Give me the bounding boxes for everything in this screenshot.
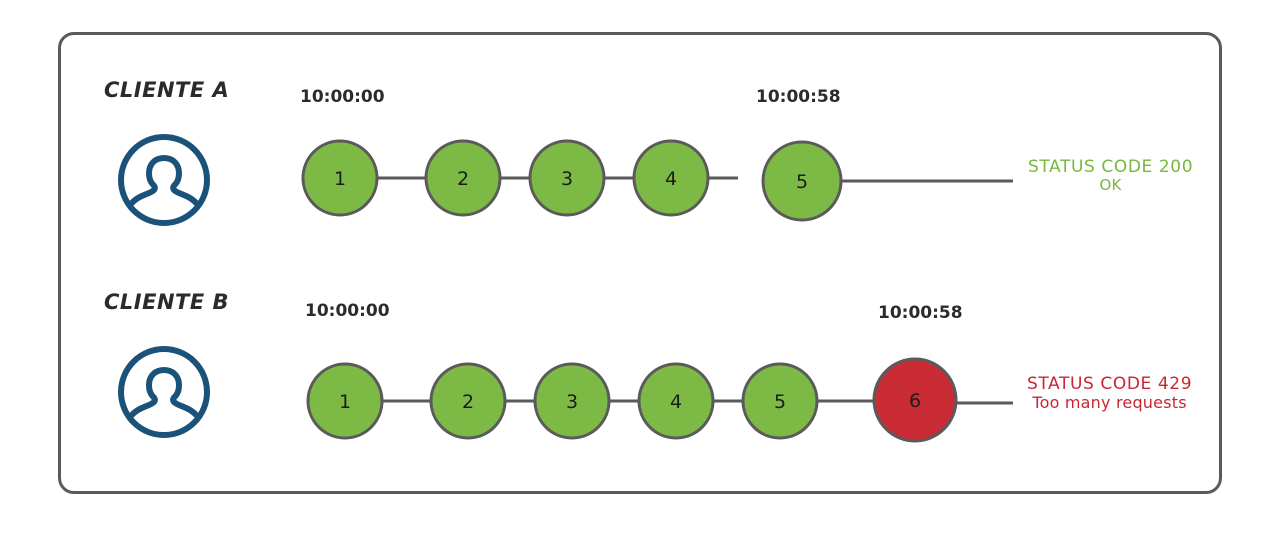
timestamp-start-a: 10:00:00 (300, 87, 385, 107)
client-label-b: CLIENTE B (104, 290, 230, 314)
timestamp-start-b: 10:00:00 (305, 301, 390, 321)
user-circle-icon (116, 132, 212, 228)
status-badge-b: STATUS CODE 429 Too many requests (1027, 374, 1193, 413)
timestamp-end-a: 10:00:58 (756, 87, 841, 107)
status-badge-a: STATUS CODE 200 OK (1028, 157, 1194, 195)
status-text-a: OK (1099, 176, 1122, 195)
status-code-b: STATUS CODE 429 (1027, 374, 1193, 394)
user-circle-icon (116, 344, 212, 440)
status-code-a: STATUS CODE 200 (1028, 157, 1194, 177)
timestamp-end-b: 10:00:58 (878, 303, 963, 323)
client-label-a: CLIENTE A (104, 78, 230, 102)
diagram-frame (58, 32, 1222, 494)
status-text-b: Too many requests (1032, 393, 1187, 413)
